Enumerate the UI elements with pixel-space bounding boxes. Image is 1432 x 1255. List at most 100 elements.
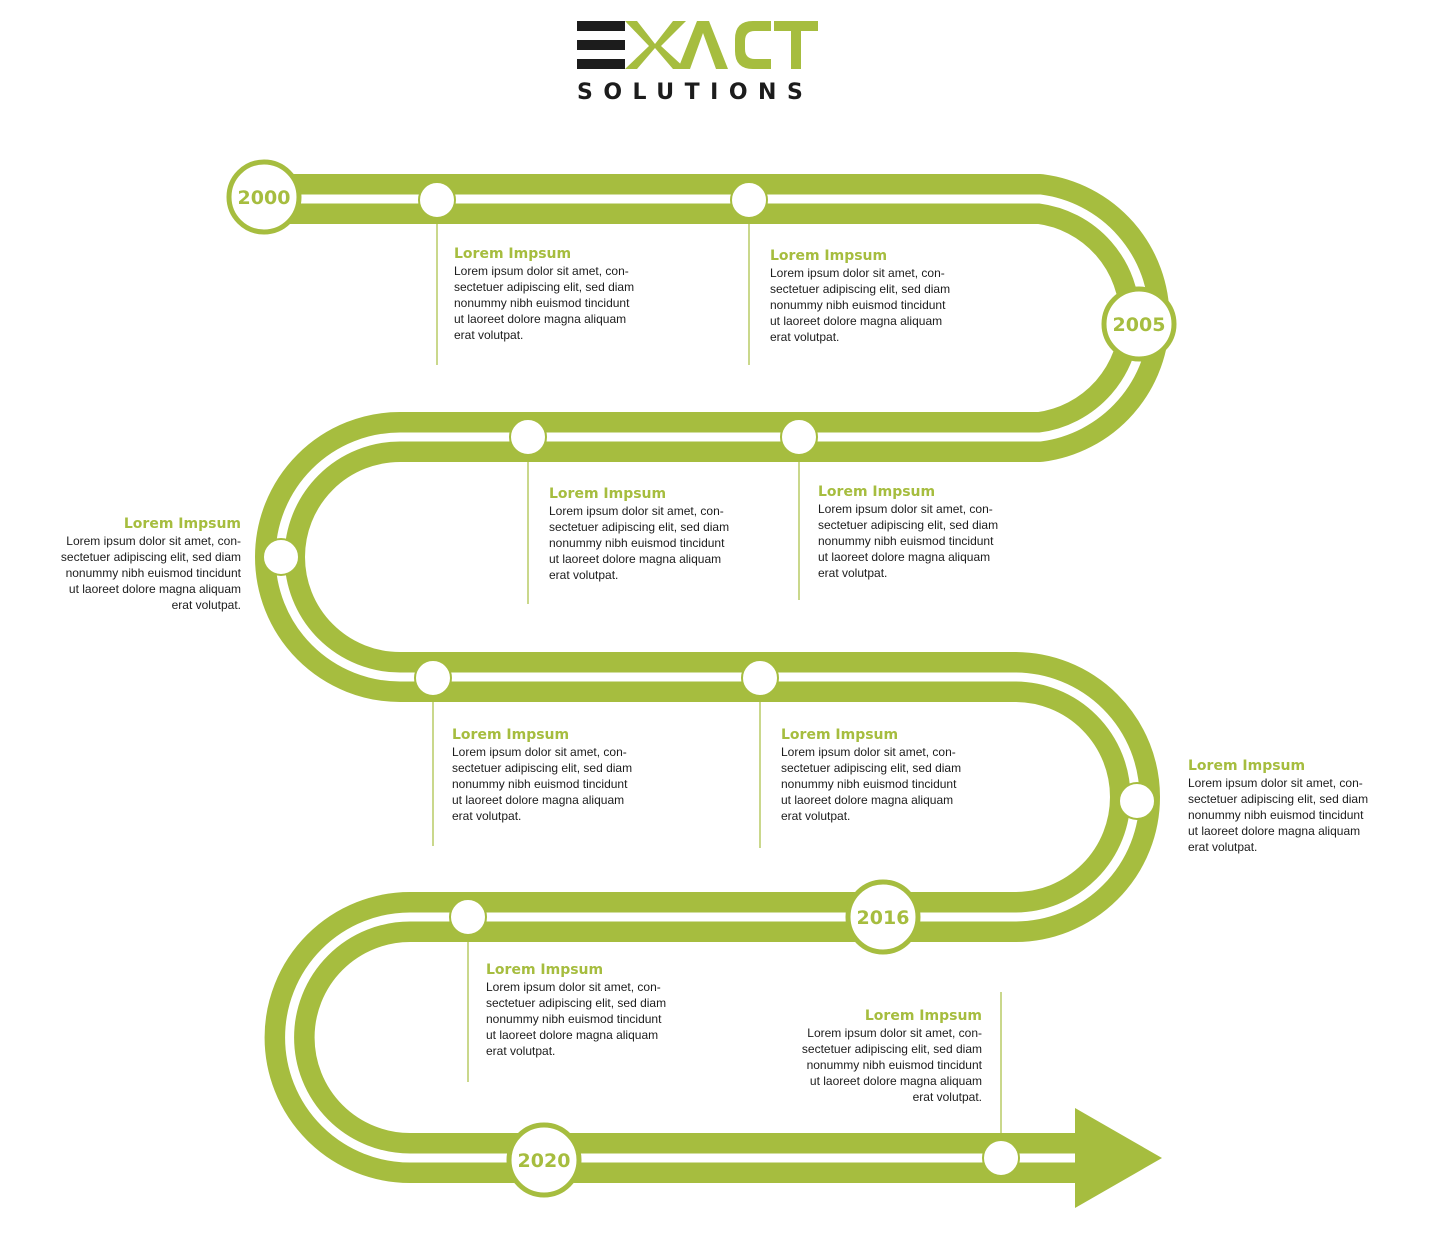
note-line: erat volutpat. (1188, 840, 1258, 854)
arrow-head (1075, 1108, 1162, 1208)
note-line: nonummy nibh euismod tincidunt (781, 777, 957, 791)
note-body: Lorem ipsum dolor sit amet, con-sectetue… (454, 263, 649, 343)
note-line: sectetuer adipiscing elit, sed diam (454, 280, 635, 294)
note-line: sectetuer adipiscing elit, sed diam (549, 520, 730, 534)
note-title: Lorem Impsum (454, 246, 572, 262)
waypoint-dot (262, 538, 300, 576)
milestone-year: 2016 (857, 907, 910, 929)
note-line: ut laoreet dolore magna aliquam (452, 793, 625, 807)
note-title: Lorem Impsum (781, 727, 899, 743)
logo-subtitle: SOLUTIONS (577, 80, 814, 105)
note-line: nonummy nibh euismod tincidunt (65, 566, 241, 580)
note-title: Lorem Impsum (818, 484, 936, 500)
note-body: Lorem ipsum dolor sit amet, con-sectetue… (486, 979, 681, 1059)
waypoint-dot (1118, 782, 1156, 820)
note-line: nonummy nibh euismod tincidunt (486, 1012, 662, 1026)
note-line: erat volutpat. (171, 598, 241, 612)
note-line: sectetuer adipiscing elit, sed diam (781, 761, 962, 775)
note-line: Lorem ipsum dolor sit amet, con- (486, 980, 661, 994)
note-line: ut laoreet dolore magna aliquam (454, 312, 627, 326)
note-line: sectetuer adipiscing elit, sed diam (452, 761, 633, 775)
note-line: nonummy nibh euismod tincidunt (452, 777, 628, 791)
note-line: nonummy nibh euismod tincidunt (549, 536, 725, 550)
note-line: Lorem ipsum dolor sit amet, con- (1188, 776, 1363, 790)
waypoint-dot (418, 181, 456, 219)
milestone-circle (845, 879, 921, 955)
note-line: nonummy nibh euismod tincidunt (818, 534, 994, 548)
note-title: Lorem Impsum (452, 727, 570, 743)
note-line: Lorem ipsum dolor sit amet, con- (452, 745, 627, 759)
note-line: ut laoreet dolore magna aliquam (68, 582, 241, 596)
note-title: Lorem Impsum (1188, 758, 1306, 774)
waypoint-dot (414, 659, 452, 697)
note-line: sectetuer adipiscing elit, sed diam (60, 550, 241, 564)
note-line: ut laoreet dolore magna aliquam (549, 552, 722, 566)
waypoint-dot (730, 181, 768, 219)
waypoint-dot (741, 659, 779, 697)
note-body: Lorem ipsum dolor sit amet, con-sectetue… (818, 501, 1013, 581)
note-line: erat volutpat. (912, 1090, 982, 1104)
note-body: Lorem ipsum dolor sit amet, con-sectetue… (452, 744, 647, 824)
note-line: Lorem ipsum dolor sit amet, con- (66, 534, 241, 548)
note-body: Lorem ipsum dolor sit amet, con-sectetue… (782, 1025, 982, 1105)
note-line: Lorem ipsum dolor sit amet, con- (818, 502, 993, 516)
note-line: sectetuer adipiscing elit, sed diam (1188, 792, 1369, 806)
note-line: nonummy nibh euismod tincidunt (770, 298, 946, 312)
note-title: Lorem Impsum (770, 248, 888, 264)
waypoint-dot (449, 898, 487, 936)
note-line: nonummy nibh euismod tincidunt (1188, 808, 1364, 822)
note-line: Lorem ipsum dolor sit amet, con- (770, 266, 945, 280)
note-line: erat volutpat. (781, 809, 851, 823)
note-line: sectetuer adipiscing elit, sed diam (770, 282, 951, 296)
note-line: ut laoreet dolore magna aliquam (818, 550, 991, 564)
milestone-year: 2000 (238, 187, 291, 209)
note-line: Lorem ipsum dolor sit amet, con- (454, 264, 629, 278)
note-line: ut laoreet dolore magna aliquam (486, 1028, 659, 1042)
note-title: Lorem Impsum (486, 962, 604, 978)
note-line: ut laoreet dolore magna aliquam (809, 1074, 982, 1088)
logo-wordmark (577, 21, 818, 69)
note-body: Lorem ipsum dolor sit amet, con-sectetue… (781, 744, 976, 824)
note-line: ut laoreet dolore magna aliquam (1188, 824, 1361, 838)
note-line: sectetuer adipiscing elit, sed diam (486, 996, 667, 1010)
milestone-circle (506, 1122, 582, 1198)
note-line: erat volutpat. (818, 566, 888, 580)
note-line: sectetuer adipiscing elit, sed diam (801, 1042, 982, 1056)
note-line: Lorem ipsum dolor sit amet, con- (549, 504, 724, 518)
milestone-circle (1101, 286, 1177, 362)
milestone-year: 2005 (1113, 314, 1166, 336)
waypoint-dot (509, 418, 547, 456)
milestone-circle (226, 159, 302, 235)
note-body: Lorem ipsum dolor sit amet, con-sectetue… (770, 265, 965, 345)
milestone-year: 2020 (518, 1150, 571, 1172)
note-body: Lorem ipsum dolor sit amet, con-sectetue… (41, 533, 241, 613)
note-line: ut laoreet dolore magna aliquam (770, 314, 943, 328)
road-center-line (265, 194, 1150, 1163)
note-line: erat volutpat. (486, 1044, 556, 1058)
note-line: Lorem ipsum dolor sit amet, con- (807, 1026, 982, 1040)
note-line: nonummy nibh euismod tincidunt (454, 296, 630, 310)
note-line: erat volutpat. (452, 809, 522, 823)
note-line: ut laoreet dolore magna aliquam (781, 793, 954, 807)
note-line: nonummy nibh euismod tincidunt (806, 1058, 982, 1072)
note-line: sectetuer adipiscing elit, sed diam (818, 518, 999, 532)
note-line: erat volutpat. (549, 568, 619, 582)
note-body: Lorem ipsum dolor sit amet, con-sectetue… (549, 503, 744, 583)
note-title: Lorem Impsum (549, 486, 667, 502)
note-title: Lorem Impsum (864, 1008, 982, 1024)
note-line: Lorem ipsum dolor sit amet, con- (781, 745, 956, 759)
note-body: Lorem ipsum dolor sit amet, con-sectetue… (1188, 775, 1383, 855)
brand-logo: SOLUTIONS (575, 18, 825, 108)
note-line: erat volutpat. (454, 328, 524, 342)
